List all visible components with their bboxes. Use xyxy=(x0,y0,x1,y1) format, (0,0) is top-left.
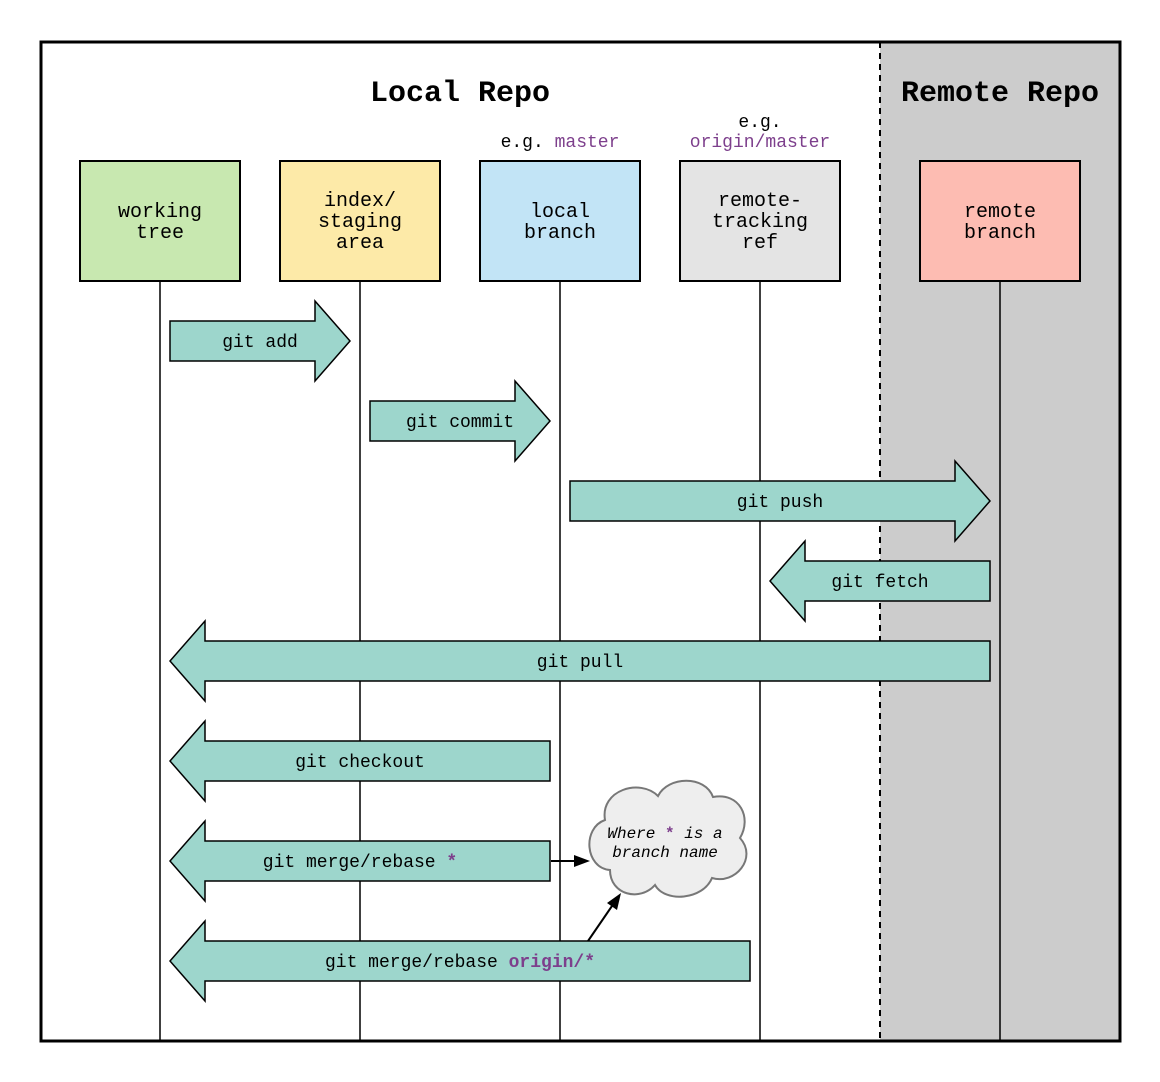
note-pointer-from-remote-merge xyxy=(587,893,621,942)
git-pull-label: git pull xyxy=(537,653,623,673)
local-branch-example: e.g. master xyxy=(501,133,620,153)
working-tree-label-1: working xyxy=(118,201,202,224)
git-checkout-arrow: git checkout xyxy=(169,719,551,803)
local-branch-label-2: branch xyxy=(524,222,596,245)
git-pull-arrow: git pull xyxy=(169,619,991,703)
note-line-1: Where * is a xyxy=(607,825,722,843)
local-branch-label-1: local xyxy=(530,201,590,224)
remote-branch-box: remote branch xyxy=(919,160,1081,282)
note-line-2: branch name xyxy=(612,844,718,862)
note-pointer-from-local-merge xyxy=(551,855,590,867)
index-label-1: index/ xyxy=(324,190,396,213)
index-label-3: area xyxy=(336,232,384,255)
git-commit-label: git commit xyxy=(406,413,514,433)
remote-tracking-example-prefix: e.g. xyxy=(738,113,781,133)
remote-tracking-label-3: ref xyxy=(742,232,778,255)
git-fetch-label: git fetch xyxy=(831,573,928,593)
git-checkout-label: git checkout xyxy=(295,753,425,773)
git-add-label: git add xyxy=(222,333,298,353)
local-branch-box: local branch xyxy=(479,160,641,282)
git-fetch-arrow: git fetch xyxy=(769,539,991,623)
git-merge-local-label: git merge/rebase * xyxy=(263,853,457,873)
working-tree-box: working tree xyxy=(79,160,241,282)
remote-branch-label-1: remote xyxy=(964,201,1036,224)
git-commit-arrow: git commit xyxy=(369,379,551,463)
remote-tracking-example-name: origin/master xyxy=(690,133,830,153)
git-merge-local-arrow: git merge/rebase * xyxy=(169,819,551,903)
remote-tracking-label-2: tracking xyxy=(712,211,808,234)
local-repo-title: Local Repo xyxy=(370,77,550,111)
remote-tracking-box: remote- tracking ref xyxy=(679,160,841,282)
git-push-arrow: git push xyxy=(569,459,991,543)
branch-name-note-cloud: Where * is a branch name xyxy=(588,779,748,898)
index-box: index/ staging area xyxy=(279,160,441,282)
git-add-arrow: git add xyxy=(169,299,351,383)
remote-tracking-label-1: remote- xyxy=(718,190,802,213)
remote-repo-title: Remote Repo xyxy=(901,77,1099,111)
remote-branch-label-2: branch xyxy=(964,222,1036,245)
git-merge-remote-label: git merge/rebase origin/* xyxy=(325,953,595,973)
git-push-label: git push xyxy=(737,493,823,513)
index-label-2: staging xyxy=(318,211,402,234)
git-merge-remote-arrow: git merge/rebase origin/* xyxy=(169,919,751,1003)
diagram-frame xyxy=(39,40,1122,1043)
working-tree-label-2: tree xyxy=(136,222,184,245)
